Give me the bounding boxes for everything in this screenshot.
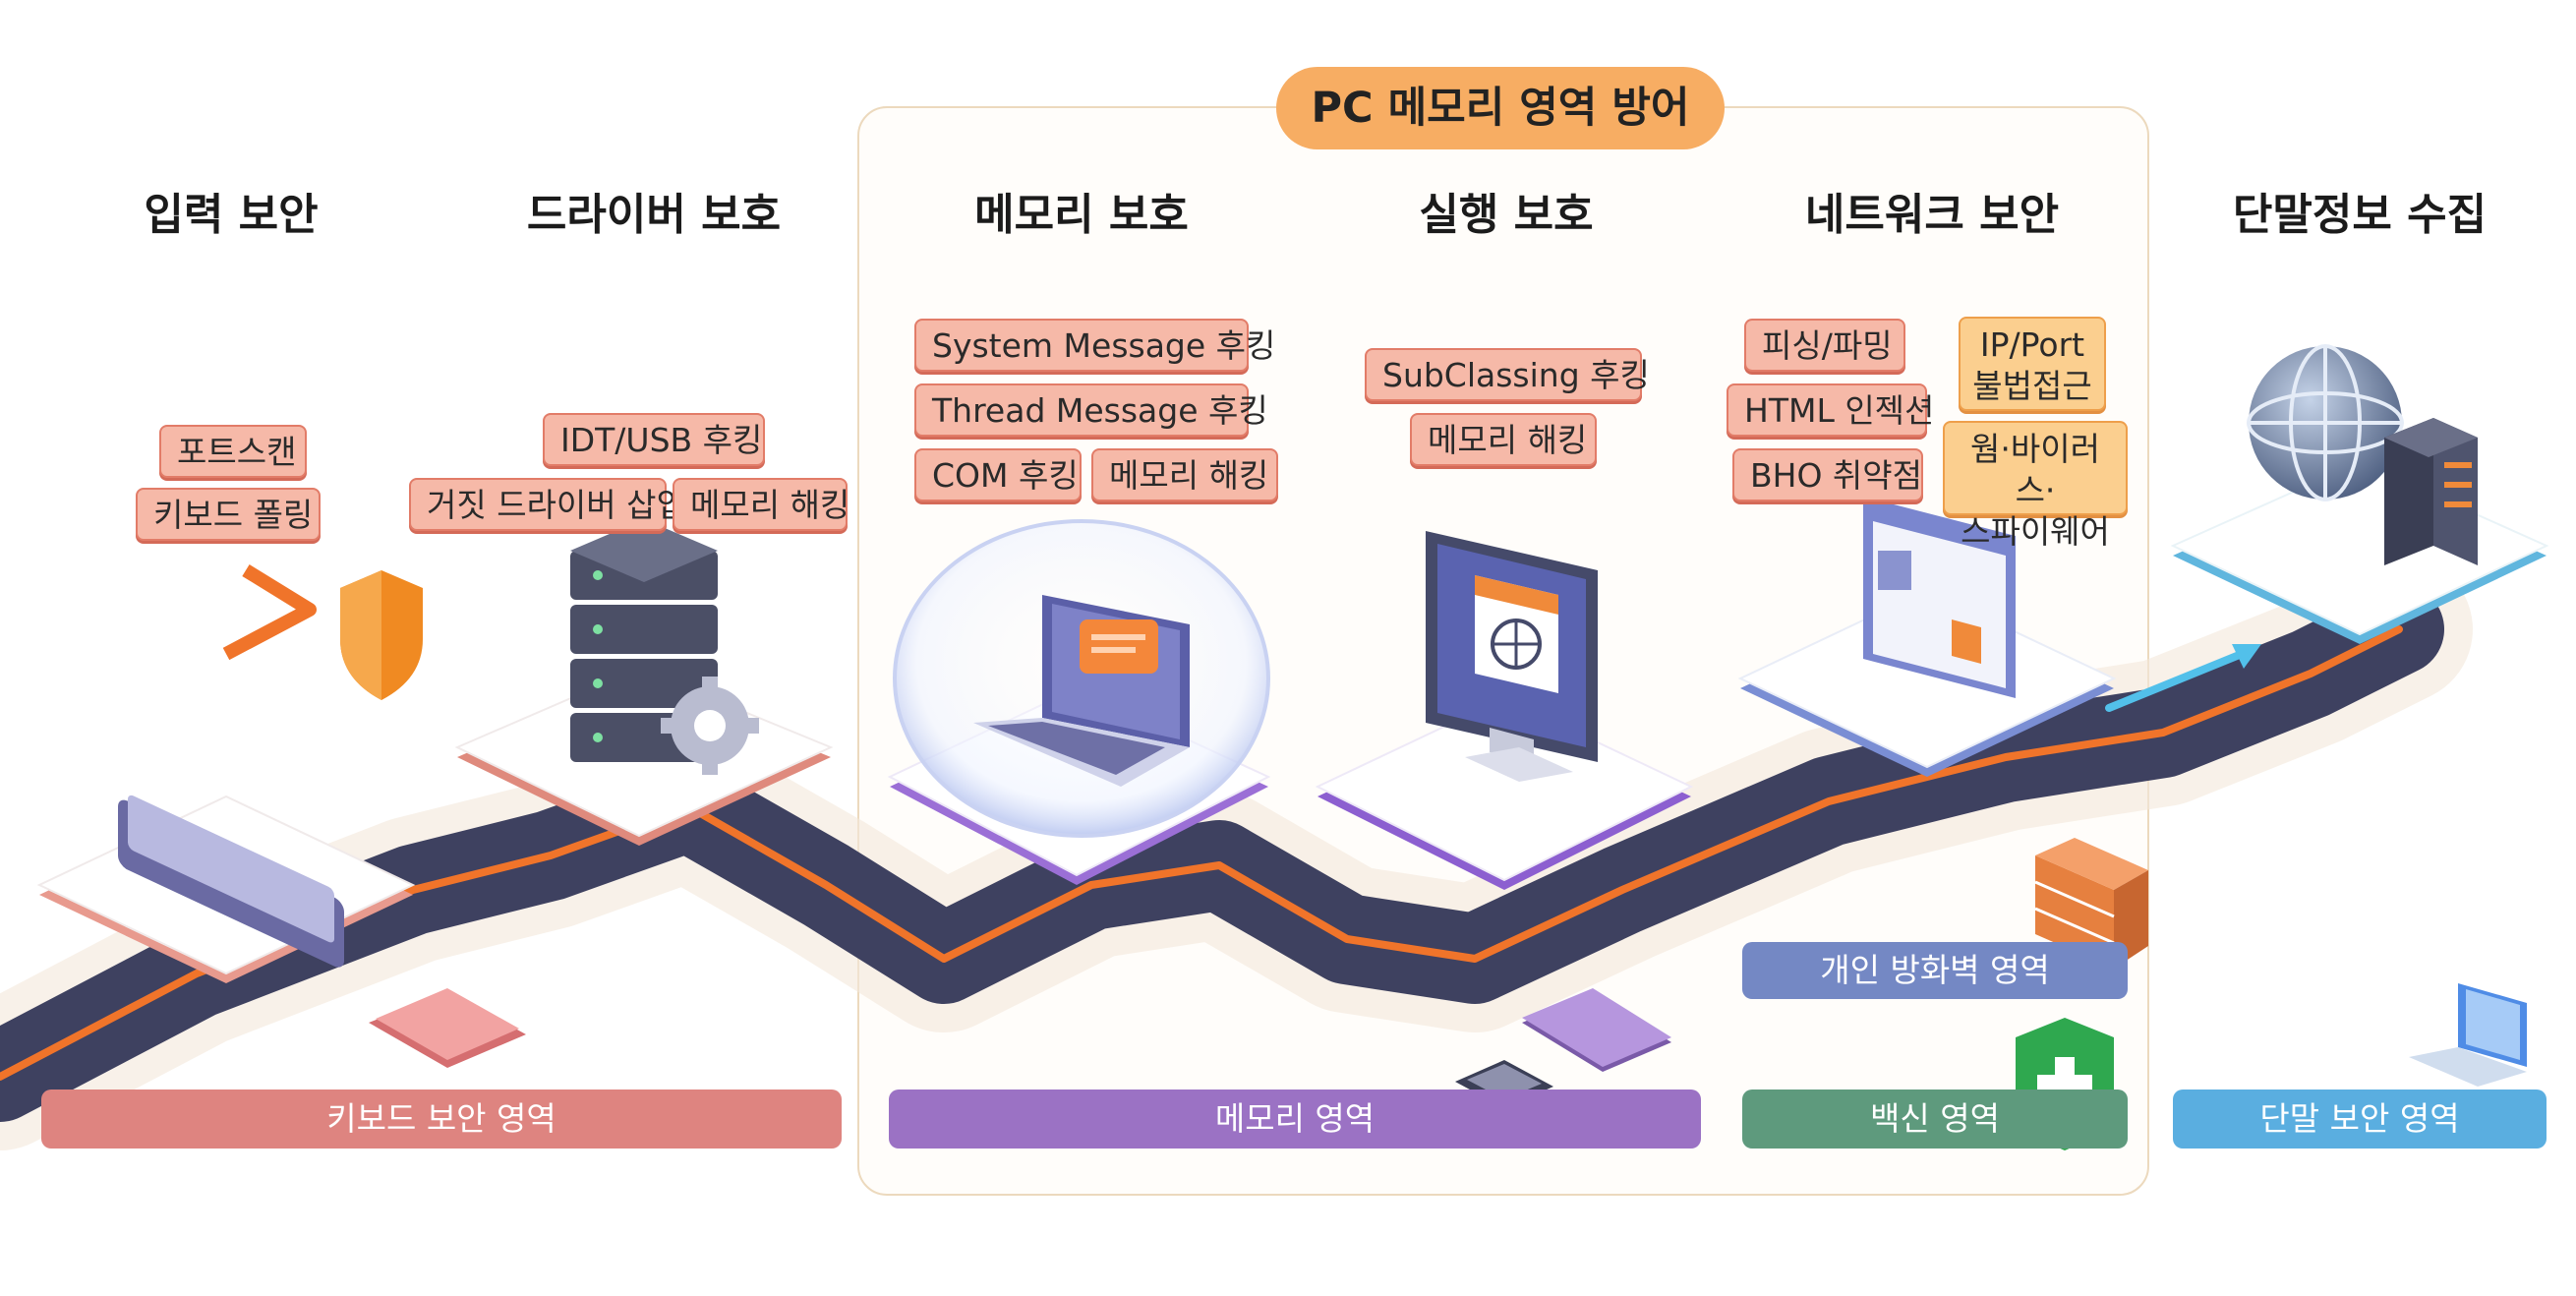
chip-ip-port-illegal-access: IP/Port 불법접근 [1959,317,2106,411]
chip-fake-driver-insert: 거짓 드라이버 삽입 [409,478,686,531]
chip-html-injection: HTML 인젝션 [1727,383,1934,437]
pc-memory-title: PC 메모리 영역 방어 [1276,67,1725,149]
chip-bho-vulnerability: BHO 취약점 [1732,448,1923,501]
heading-network-security: 네트워크 보안 [1804,190,2060,240]
zone-terminal-security: 단말 보안 영역 [2173,1090,2547,1149]
firewall-icon [2034,838,2148,969]
laptop-icon [973,595,1190,787]
zone-keyboard-security: 키보드 보안 영역 [41,1090,842,1149]
heading-driver-protection: 드라이버 보호 [526,190,782,240]
chip-keyboard-polling: 키보드 폴링 [136,488,321,541]
heading-exec-protection: 실행 보호 [1419,190,1594,240]
globe-icon [2247,344,2404,501]
chip-com-hooking: COM 후킹 [914,448,1082,501]
laptop-small-icon [2409,983,2527,1087]
gear-icon [661,677,759,775]
rack-server-icon [2384,418,2478,565]
heading-input-security: 입력 보안 [144,190,319,240]
zone-personal-firewall: 개인 방화벽 영역 [1742,942,2128,999]
chip-system-message-hooking: System Message 후킹 [914,319,1275,372]
zone-antivirus: 백신 영역 [1742,1090,2128,1149]
chip-worm-virus-spyware: 웜·바이러스· 스파이웨어 [1943,421,2128,551]
keyboard-small-icon [369,988,526,1068]
platform-network [1737,588,2117,777]
keyboard-icon [118,795,344,968]
chip-idt-usb-hooking: IDT/USB 후킹 [543,413,765,466]
heading-memory-protection: 메모리 보호 [974,190,1189,240]
zone-memory: 메모리 영역 [889,1090,1701,1149]
chip-memory-hacking: 메모리 해킹 [673,478,849,531]
chip-thread-message-hooking: Thread Message 후킹 [914,383,1268,437]
chip-subclassing-hooking: SubClassing 후킹 [1365,348,1650,401]
shield-icon [340,570,423,700]
browser-window-icon [1863,497,2016,698]
heading-terminal-info: 단말정보 수집 [2232,190,2488,240]
chip-memory-hacking-3: 메모리 해킹 [1410,413,1597,466]
monitor-icon [1426,531,1598,782]
arrow-icon [222,564,317,661]
chip-phishing-pharming: 피싱/파밍 [1744,319,1905,372]
chip-memory-hacking-2: 메모리 해킹 [1091,448,1278,501]
chip-port-scan: 포트스캔 [159,425,307,478]
